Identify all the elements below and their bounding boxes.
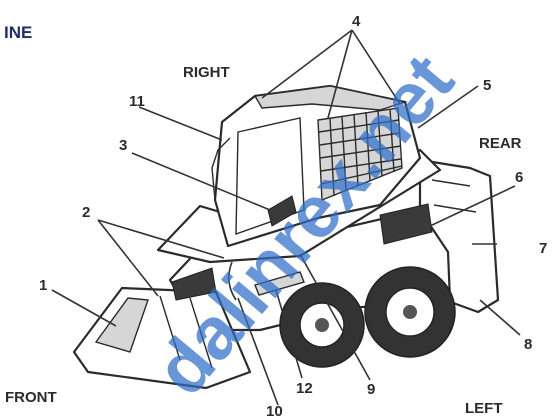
- callout-9: 9: [367, 381, 375, 398]
- label-left: LEFT: [465, 400, 503, 417]
- callout-3: 3: [119, 137, 127, 154]
- leader-lines: [51, 29, 521, 406]
- cab-side-window: [317, 107, 403, 202]
- header-fragment: INE: [4, 23, 32, 42]
- callout-8: 8: [524, 336, 532, 353]
- label-front: FRONT: [5, 389, 57, 406]
- callout-6: 6: [515, 169, 523, 186]
- callout-7: 7: [539, 240, 547, 257]
- engine-side-grille: [379, 203, 433, 245]
- callout-4: 4: [352, 13, 361, 30]
- entry-step: [254, 271, 305, 296]
- callout-11: 11: [129, 93, 145, 110]
- label-right: RIGHT: [183, 64, 230, 81]
- label-rear: REAR: [479, 135, 522, 152]
- skid-steer-loader-drawing: [72, 84, 500, 390]
- callout-1: 1: [39, 277, 47, 294]
- callout-5: 5: [483, 77, 491, 94]
- callout-12: 12: [296, 380, 313, 397]
- bucket: [72, 267, 252, 390]
- callout-2: 2: [82, 204, 90, 221]
- callout-10: 10: [266, 403, 283, 419]
- rear-wheel: [364, 266, 456, 358]
- grab-handle: [267, 195, 297, 227]
- hydraulic-hose: [228, 261, 237, 301]
